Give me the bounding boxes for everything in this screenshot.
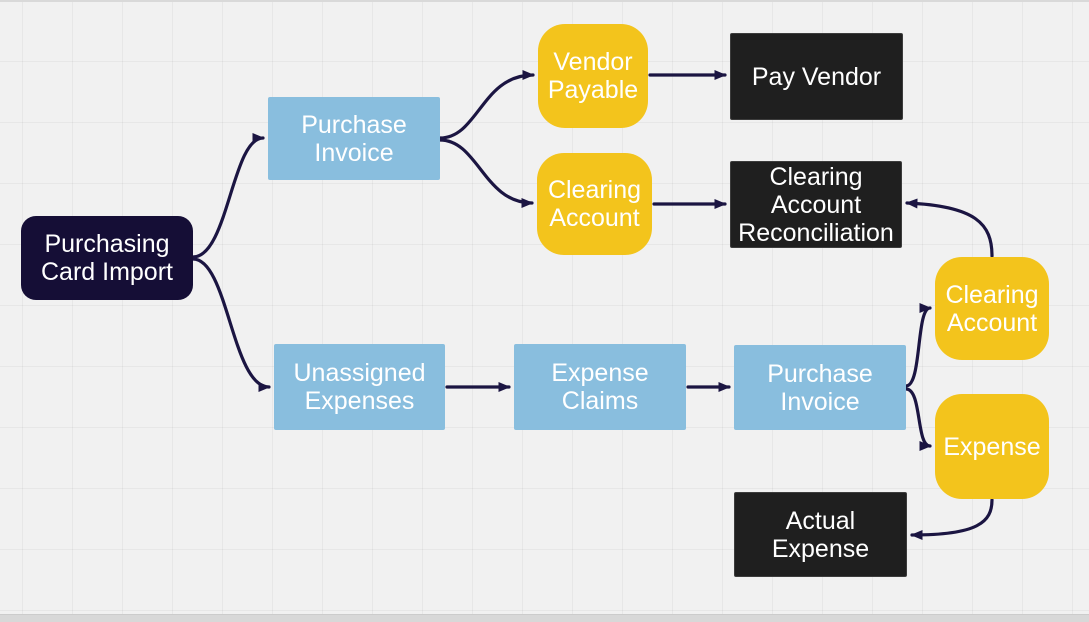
arrow-expense-to-actual-expense [910,498,994,540]
node-label-line: Card Import [41,258,173,286]
canvas-bottom-edge [0,614,1089,622]
node-label-line: Clearing [945,280,1039,309]
arrow-purchase-invoice-bottom-to-clearing-account-right [904,303,932,388]
node-label-line: Expenses [304,387,415,415]
node-label-line: Purchase [301,110,407,139]
node-label-line: Expense [943,432,1041,461]
node-label-line: Payable [547,76,639,104]
node-label-line: Expense [771,534,870,563]
node-label-line: Actual [785,506,856,535]
node-label-line: Unassigned [293,359,426,387]
arrow-purchasing-card-import-to-purchase-invoice-top [191,133,265,259]
node-label-line: Purchase [767,359,873,388]
arrow-purchasing-card-import-to-unassigned-expenses [191,257,271,392]
node-label-line: Account [946,308,1038,337]
node-label-line: Reconciliation [738,218,894,247]
node-label-line: Expense [551,359,649,387]
node-label-line: Clearing [547,176,642,204]
node-expense: Expense [935,394,1049,499]
node-label-line: Claims [561,387,639,415]
node-label-line: Clearing [769,162,863,191]
node-label-line: Pay Vendor [751,62,882,91]
arrow-purchase-invoice-top-to-clearing-account-left [438,138,534,208]
node-label-line: Purchasing [44,230,170,258]
arrow-clearing-account-right-to-clearing-account-reconciliation [905,198,994,258]
arrow-purchase-invoice-top-to-vendor-payable [438,70,535,140]
node-pay-vendor: Pay Vendor [730,33,903,120]
canvas-top-edge [0,0,1089,2]
arrow-purchase-invoice-bottom-to-expense [904,387,932,451]
node-label-line: Vendor [553,48,633,76]
node-label-line: Invoice [780,387,860,416]
node-label-line: Invoice [314,138,394,167]
node-label-line: Account [770,190,862,219]
node-label-line: Account [549,204,640,232]
